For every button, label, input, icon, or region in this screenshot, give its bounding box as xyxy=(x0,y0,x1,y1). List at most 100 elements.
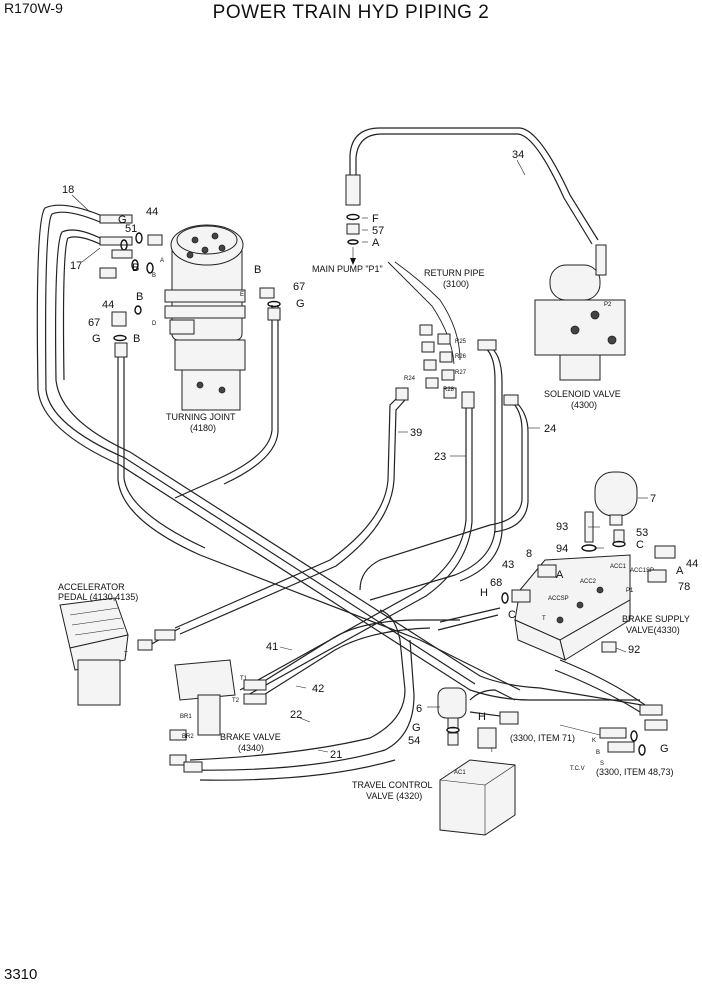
hose-18 xyxy=(36,204,640,701)
callout-b: B xyxy=(136,291,143,303)
brake-supply-valve-label: BRAKE SUPPLY xyxy=(622,614,690,624)
solenoid-valve-label: SOLENOID VALVE xyxy=(544,389,621,399)
hose-34 xyxy=(349,127,599,241)
callout-42: 42 xyxy=(312,683,324,695)
callout-g: G xyxy=(92,333,101,345)
callout-43: 43 xyxy=(502,559,514,571)
callout-h: H xyxy=(478,711,486,723)
port-t-tcv: T xyxy=(490,748,494,754)
port-accsp: ACCSP xyxy=(548,596,569,602)
callout-44: 44 xyxy=(102,299,114,311)
callout-78: 78 xyxy=(678,581,690,593)
callout-54: 54 xyxy=(408,735,420,747)
port-e: E xyxy=(240,292,244,298)
hose-22 xyxy=(189,609,406,761)
accumulator xyxy=(594,471,638,526)
port-k: K xyxy=(592,738,596,744)
callout-7: 7 xyxy=(650,493,656,505)
port-b: B xyxy=(152,273,156,279)
callout-21: 21 xyxy=(330,749,342,761)
solenoid-valve xyxy=(534,244,626,381)
main-pump-fitting xyxy=(345,174,361,265)
port-a: A xyxy=(160,258,164,264)
port-r25: R25 xyxy=(455,339,467,345)
callout-67: 67 xyxy=(293,281,305,293)
item-48-73-ref: (3300, ITEM 48,73) xyxy=(596,767,674,777)
hose-17 xyxy=(55,229,649,707)
callout-23: 23 xyxy=(434,451,446,463)
callout-g: G xyxy=(296,298,305,310)
hose-23 xyxy=(239,400,467,691)
hose-42 xyxy=(261,627,431,697)
hose-21 xyxy=(189,639,415,771)
port-ac1: AC1 xyxy=(454,770,466,776)
return-manifold-fittings xyxy=(395,324,519,409)
callout-22: 22 xyxy=(290,709,302,721)
callout-a: A xyxy=(372,237,380,249)
callout-g: G xyxy=(118,214,127,226)
callout-b: B xyxy=(132,262,139,274)
callout-h: H xyxy=(480,587,488,599)
page-number: 3310 xyxy=(4,966,38,983)
callout-53: 53 xyxy=(636,527,648,539)
page-title: POWER TRAIN HYD PIPING 2 xyxy=(212,2,490,23)
port-r24: R24 xyxy=(404,376,416,382)
callout-g: G xyxy=(412,722,421,734)
brake-supply-valve-ref: VALVE(4330) xyxy=(626,625,680,635)
travel-control-valve-label: TRAVEL CONTROL xyxy=(352,780,433,790)
port-marks: A B D E P2 R25 R26 R27 R28 R24 T T1 T2 B… xyxy=(124,258,654,776)
callout-a: A xyxy=(556,569,564,581)
hose-24 xyxy=(359,399,523,591)
component-labels: MAIN PUMP "P1" RETURN PIPE (3100) SOLENO… xyxy=(58,264,690,801)
callout-18: 18 xyxy=(62,184,74,196)
port-d: D xyxy=(152,321,157,327)
port-p2: P2 xyxy=(604,302,612,308)
callout-93: 93 xyxy=(556,521,568,533)
callout-8: 8 xyxy=(526,548,532,560)
callout-b: B xyxy=(254,264,261,276)
port-tcv: T.C.V xyxy=(570,766,585,772)
callout-b: B xyxy=(133,333,140,345)
port-t: T xyxy=(124,652,128,658)
port-t1: T1 xyxy=(240,676,248,682)
callout-c: C xyxy=(636,539,644,551)
port-br2: BR2 xyxy=(182,734,194,740)
port-r27: R27 xyxy=(455,370,467,376)
leader-lines xyxy=(71,159,648,753)
callout-94: 94 xyxy=(556,543,568,555)
callout-a: A xyxy=(676,565,684,577)
model-code: R170W-9 xyxy=(4,0,63,16)
callout-g: G xyxy=(660,743,669,755)
callout-68: 68 xyxy=(490,577,502,589)
callout-6: 6 xyxy=(416,703,422,715)
brake-valve xyxy=(169,659,267,773)
port-t-bsv: T xyxy=(542,616,546,622)
hose-41 xyxy=(249,619,460,691)
callout-c: C xyxy=(508,609,516,621)
turning-joint-label: TURNING JOINT xyxy=(166,412,236,422)
travel-control-valve-ref: VALVE (4320) xyxy=(366,791,422,801)
callout-57: 57 xyxy=(372,225,384,237)
port-t2: T2 xyxy=(232,698,240,704)
port-p1: P1 xyxy=(626,588,634,594)
brake-valve-ref: (4340) xyxy=(238,743,264,753)
callout-24: 24 xyxy=(544,423,556,435)
port-r28: R28 xyxy=(443,387,455,393)
callout-51: 51 xyxy=(125,223,137,235)
callout-f: F xyxy=(372,213,379,225)
port-acc2: ACC2 xyxy=(580,579,597,585)
callout-41: 41 xyxy=(266,641,278,653)
solenoid-valve-ref: (4300) xyxy=(571,400,597,410)
port-acc1: ACC1 xyxy=(610,564,627,570)
brake-valve-label: BRAKE VALVE xyxy=(220,732,281,742)
port-br1: BR1 xyxy=(180,714,192,720)
callout-67: 67 xyxy=(88,317,100,329)
port-r26: R26 xyxy=(455,354,467,360)
accelerator-pedal-label: ACCELERATOR xyxy=(58,582,125,592)
callout-44: 44 xyxy=(146,206,158,218)
turning-joint xyxy=(164,224,246,411)
callout-17: 17 xyxy=(70,260,82,272)
port-s: S xyxy=(600,761,604,767)
accelerator-pedal-ref: PEDAL (4130,4135) xyxy=(58,592,138,602)
